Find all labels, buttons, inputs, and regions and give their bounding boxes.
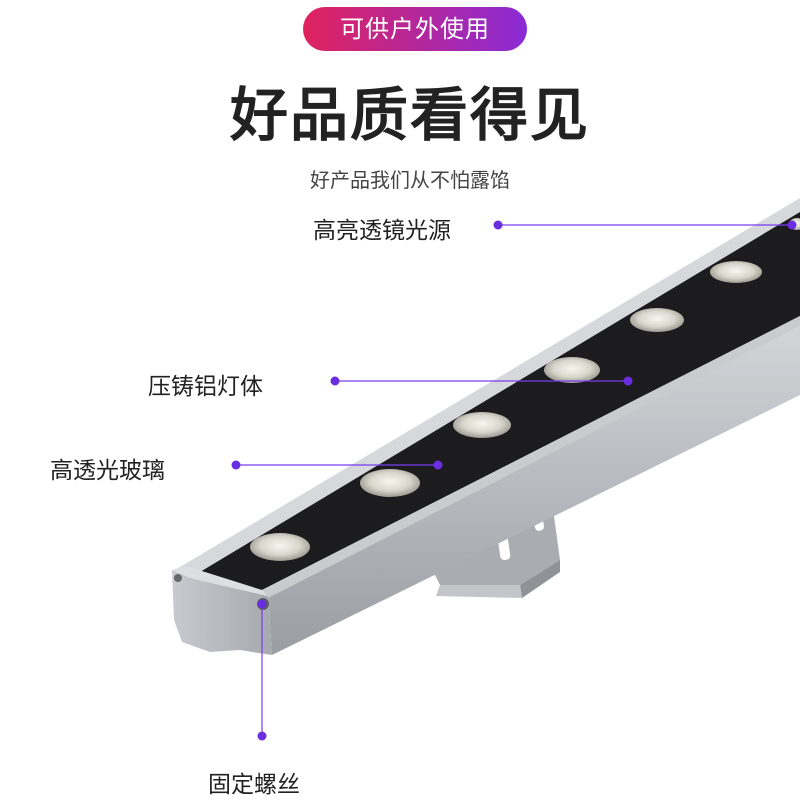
callout-label-screw: 固定螺丝 — [208, 772, 300, 798]
page-title: 好品质看得见 — [229, 81, 590, 149]
callout-body — [330, 376, 633, 386]
lens-array — [250, 218, 800, 561]
glass-cover — [190, 212, 800, 590]
callout-glass — [231, 460, 443, 470]
callout-label-glass: 高透光玻璃 — [50, 458, 165, 484]
page-subtitle: 好产品我们从不怕露馅 — [310, 168, 510, 192]
callout-label-lens: 高亮透镜光源 — [313, 218, 451, 244]
end-cap — [172, 566, 272, 655]
callout-label-body: 压铸铝灯体 — [148, 374, 263, 400]
callout-lens — [493, 220, 797, 230]
aluminium-body — [268, 325, 800, 655]
outdoor-use-badge: 可供户外使用 — [303, 7, 527, 51]
callout-screw — [257, 599, 267, 741]
